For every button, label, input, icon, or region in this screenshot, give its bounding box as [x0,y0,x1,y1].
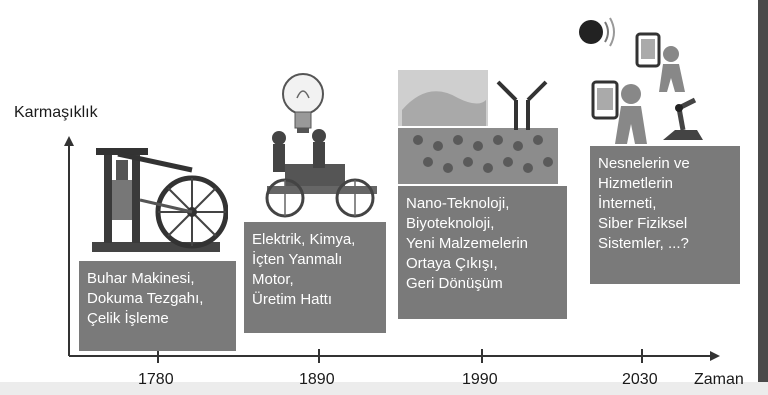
era-1990-line-2: Biyoteknoloji, [406,215,495,232]
iot-devices-icon [579,17,703,144]
era-box-1780: Buhar Makinesi, Dokuma Tezgahı, Çelik İş… [79,261,236,351]
x-axis-label: Zaman [694,371,744,388]
era-1990-line-1: Nano-Teknoloji, [406,195,510,212]
era-1990-line-3: Yeni Malzemelerin [406,235,529,252]
era-2030-line-4: Siber Fiziksel [598,215,688,232]
y-axis-arrow [64,136,74,146]
era-2030-line-3: İnterneti, [598,195,657,212]
nanotech-molecule-icon [398,70,558,184]
era-box-2030: Nesnelerin ve Hizmetlerin İnterneti, Sib… [590,146,740,284]
era-1890-line-1: Elektrik, Kimya, [252,231,356,248]
tick-label-1780: 1780 [138,371,174,388]
y-axis-label: Karmaşıklık [14,104,98,121]
x-axis-arrow [710,351,720,361]
era-2030-line-5: Sistemler, ...? [598,235,689,252]
tick-label-1890: 1890 [299,371,335,388]
bottom-edge-strip [0,382,768,395]
era-1990-line-5: Geri Dönüşüm [406,275,503,292]
era-1780-line-3: Çelik İşleme [87,310,169,327]
era-2030-line-2: Hizmetlerin [598,175,674,192]
lightbulb-car-icon [265,73,377,218]
era-1990-line-4: Ortaya Çıkışı, [406,255,498,272]
era-1780-line-2: Dokuma Tezgahı, [87,290,204,307]
tick-label-1990: 1990 [462,371,498,388]
era-1890-line-2: İçten Yanmalı [252,251,343,268]
right-edge-strip [758,0,768,395]
tick-label-2030: 2030 [622,371,658,388]
era-1890-line-4: Üretim Hattı [252,291,333,308]
era-1890-line-3: Motor, [252,271,294,288]
era-2030-line-1: Nesnelerin ve [598,155,690,172]
era-box-1890: Elektrik, Kimya, İçten Yanmalı Motor, Ür… [244,222,386,333]
era-box-1990: Nano-Teknoloji, Biyoteknoloji, Yeni Malz… [398,186,567,319]
era-1780-line-1: Buhar Makinesi, [87,270,195,287]
steam-engine-icon [92,148,228,252]
